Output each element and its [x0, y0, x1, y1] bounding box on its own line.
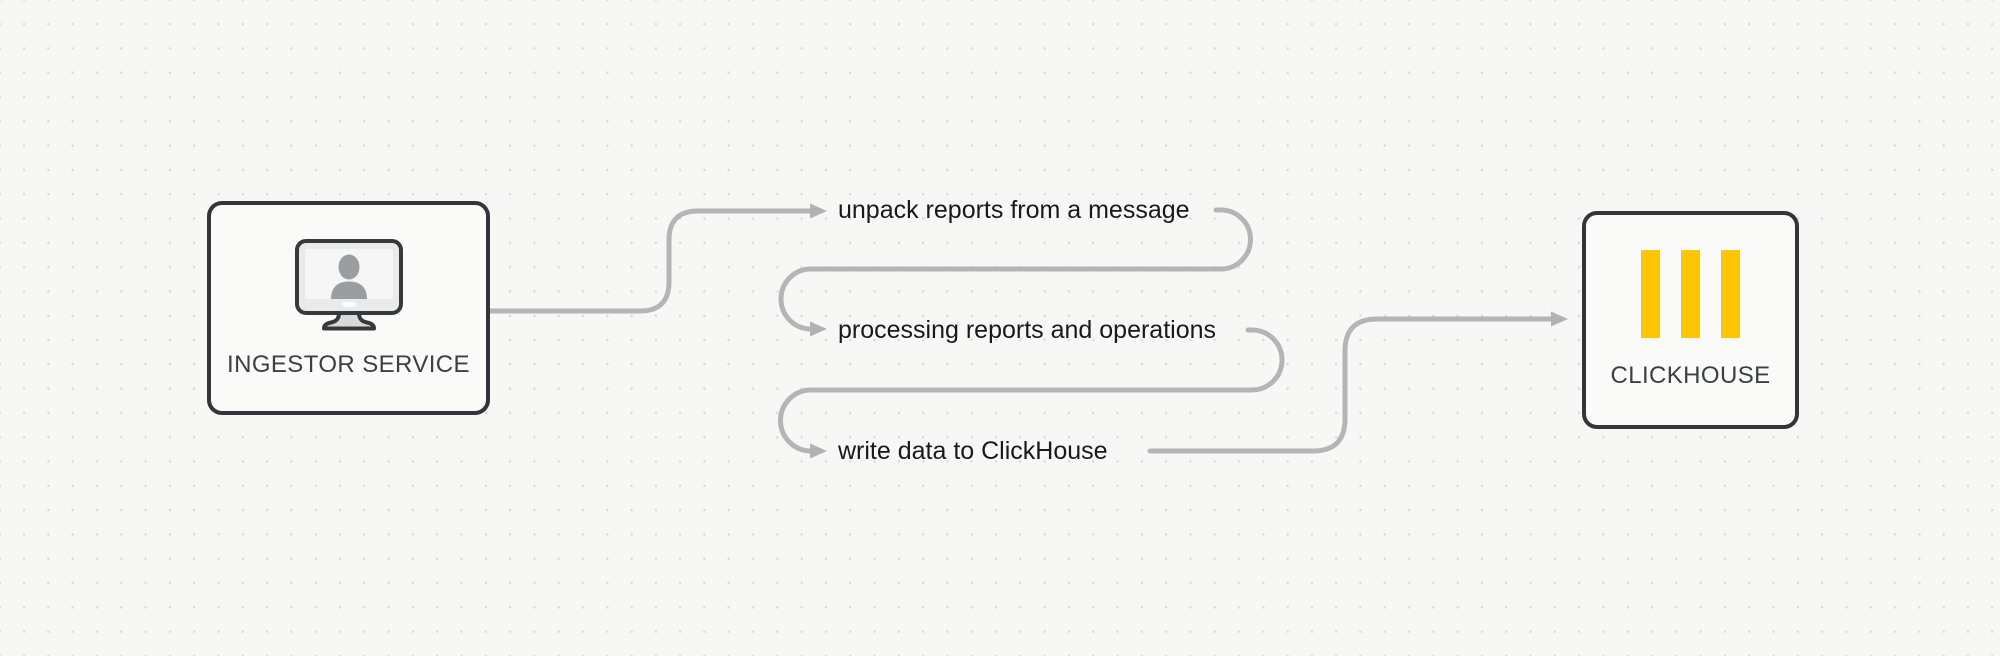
- node-clickhouse: CLICKHOUSE: [1582, 211, 1799, 429]
- step-label-processing: processing reports and operations: [838, 316, 1217, 344]
- arrowhead-icon: [810, 443, 827, 459]
- connector-step2-to-step3: [778, 327, 1285, 454]
- arrowhead-icon: [810, 321, 827, 337]
- connector-step1-to-step2: [778, 207, 1253, 332]
- node-label-ingestor: INGESTOR SERVICE: [227, 351, 470, 378]
- step-label-write: write data to ClickHouse: [838, 437, 1108, 465]
- step-label-unpack: unpack reports from a message: [838, 196, 1190, 224]
- clickhouse-bar: [1721, 250, 1740, 338]
- monitor-user-icon: [294, 239, 403, 331]
- node-ingestor-service: INGESTOR SERVICE: [207, 201, 490, 415]
- connector-step3-to-clickhouse: [1147, 316, 1554, 454]
- node-label-clickhouse: CLICKHOUSE: [1610, 362, 1771, 389]
- clickhouse-bars-icon: [1641, 250, 1740, 338]
- connector-ingestor-to-step1: [487, 208, 813, 314]
- clickhouse-bar: [1681, 250, 1700, 338]
- clickhouse-bar: [1641, 250, 1660, 338]
- arrowhead-icon: [1551, 311, 1568, 327]
- arrowhead-icon: [810, 203, 827, 219]
